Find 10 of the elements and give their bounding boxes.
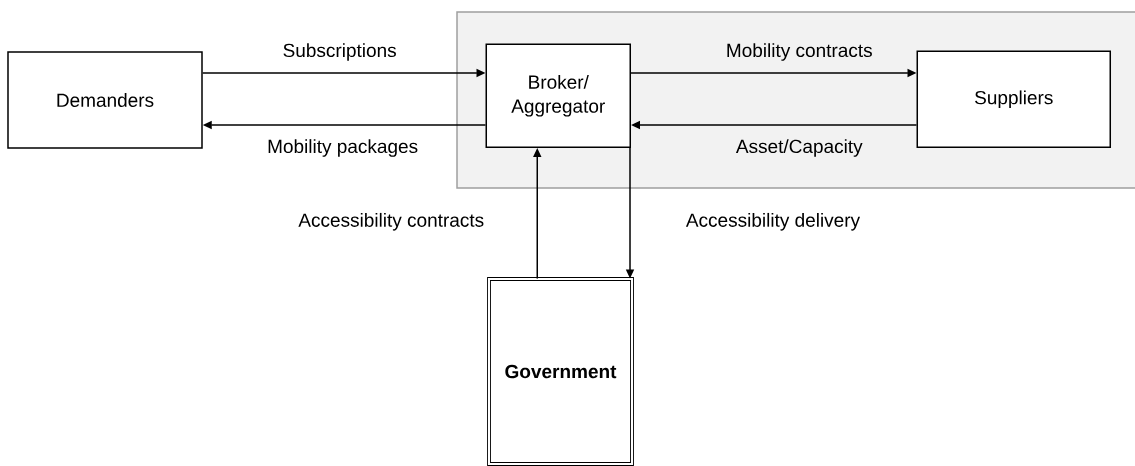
- edge-label: Mobility contracts: [727, 43, 872, 61]
- edge-label: Asset/Capacity: [735, 139, 863, 157]
- entity-box: Demanders: [7, 51, 203, 149]
- edge-label: Accessibility contracts: [298, 212, 484, 231]
- edge-label: Accessibility delivery: [685, 212, 861, 231]
- edge-label: Subscriptions: [283, 43, 396, 61]
- entity-box: Broker/ Aggregator: [485, 43, 631, 148]
- entity-box: Suppliers: [916, 50, 1111, 148]
- edge-label: Mobility packages: [268, 139, 418, 157]
- entity-box: Government: [487, 277, 634, 466]
